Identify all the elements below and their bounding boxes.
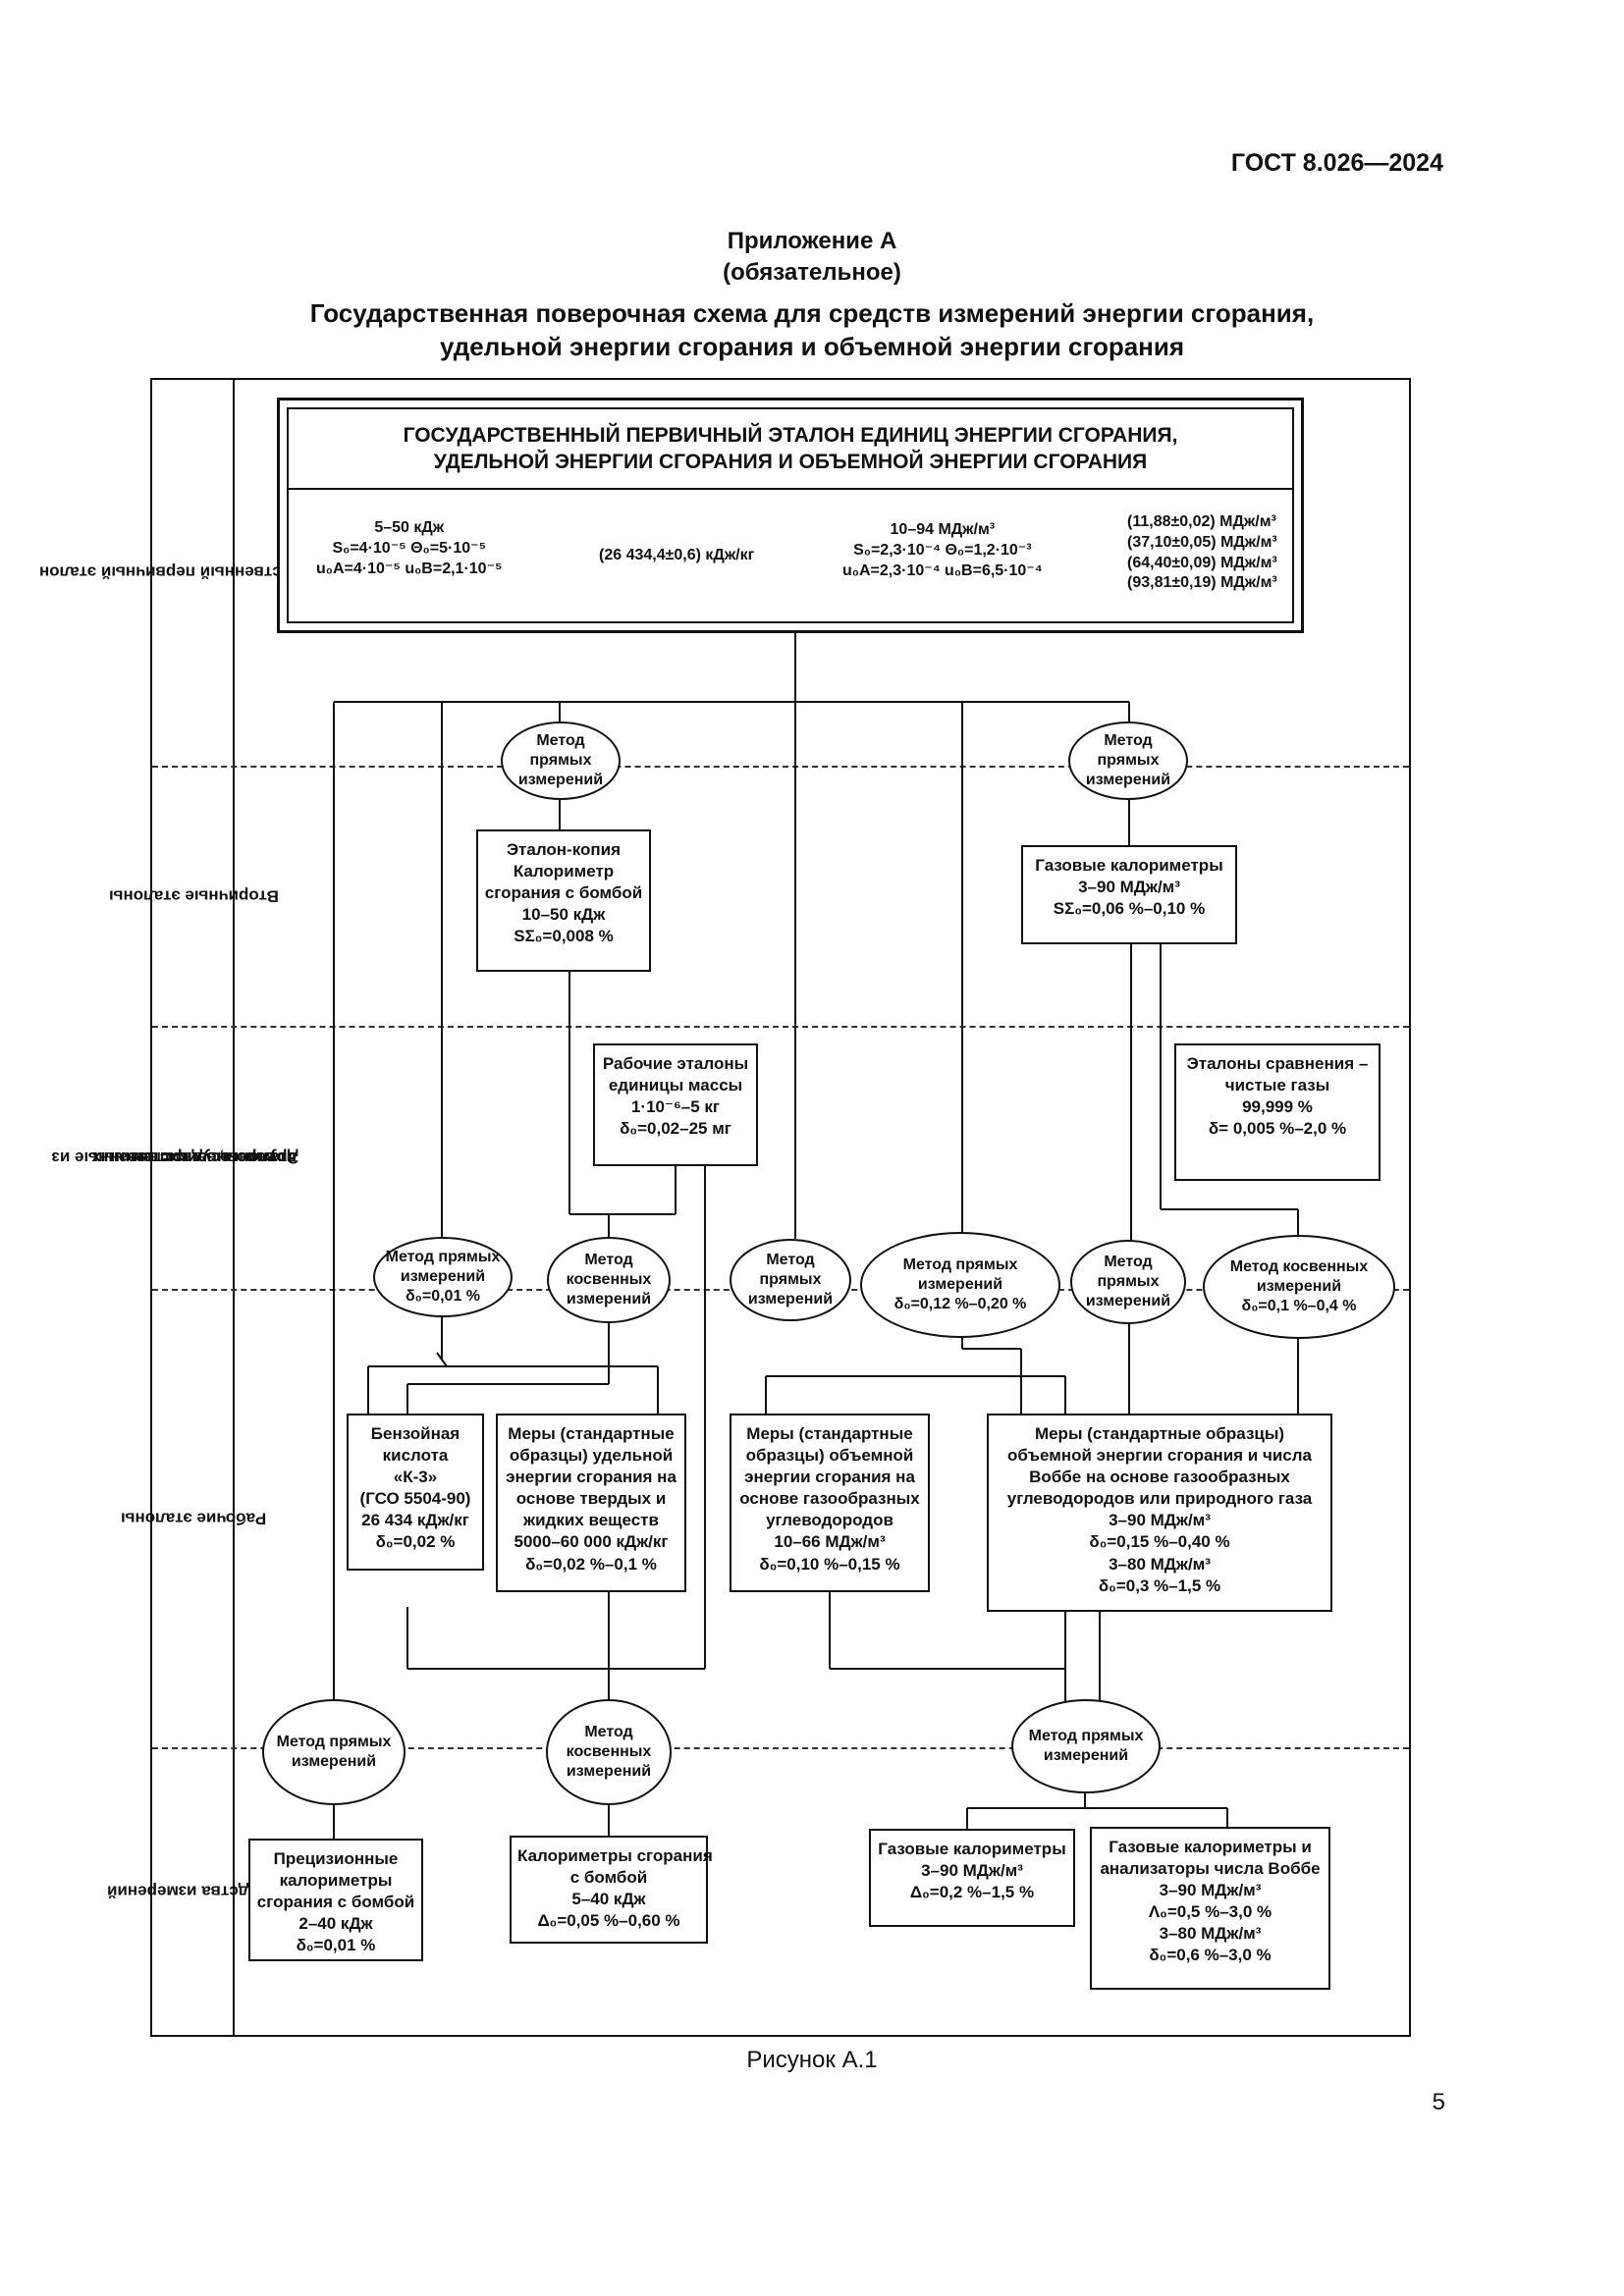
- lane-separator-1: [152, 766, 1409, 768]
- lane-label-borrowed: Эталоны, заимствованные из других госуда…: [51, 1148, 298, 1168]
- document-code: ГОСТ 8.026—2024: [1230, 149, 1443, 177]
- primary-standard-box: [277, 398, 1304, 633]
- primary-params-reference-values: (11,88±0,02) МДж/м³ (37,10±0,05) МДж/м³ …: [1127, 513, 1277, 592]
- lane-label-instruments: Средства измерений: [107, 1882, 281, 1901]
- lane-separator-2: [152, 1026, 1409, 1028]
- primary-params-specific-energy: (26 434,4±0,6) кДж/кг: [599, 547, 755, 563]
- primary-params-volumetric-energy: 10–94 МДж/м³ S₀=2,3·10⁻⁴ Θ₀=1,2·10⁻³ u₀A…: [842, 521, 1043, 579]
- scheme-title-line-2: удельной энергии сгорания и объемной эне…: [439, 332, 1185, 361]
- annex-title: Приложение А: [727, 228, 897, 254]
- lane-separator-4: [152, 1747, 1409, 1749]
- primary-standard-divider: [287, 488, 1294, 490]
- primary-params-energy: 5–50 кДж S₀=4·10⁻⁵ Θ₀=5·10⁻⁵ u₀A=4·10⁻⁵ …: [316, 519, 503, 577]
- wobbe-measures-box: Меры (стандартные образцы)объемной энерг…: [987, 1414, 1332, 1612]
- primary-standard-title: ГОСУДАРСТВЕННЫЙ ПЕРВИЧНЫЙ ЭТАЛОН ЕДИНИЦ …: [403, 424, 1178, 474]
- page-number: 5: [1432, 2089, 1445, 2115]
- diagram-frame: [150, 378, 1411, 2037]
- figure-caption: Рисунок А.1: [746, 2047, 878, 2073]
- lane-label-secondary: Вторичные эталоны: [109, 886, 279, 906]
- lane-label-working: Рабочие эталоны: [121, 1509, 267, 1528]
- scheme-title-line-1: Государственная поверочная схема для сре…: [309, 298, 1315, 328]
- primary-standard-inner-frame: [287, 407, 1294, 623]
- lane-label-divider: [233, 379, 235, 2036]
- lane-label-primary: Государственный первичный эталон: [39, 562, 349, 582]
- annex-status: (обязательное): [723, 259, 901, 286]
